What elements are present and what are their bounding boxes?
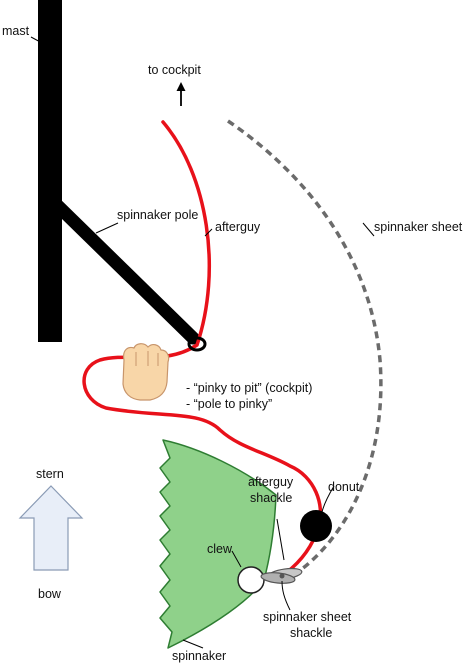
arrow-up-icon bbox=[176, 82, 186, 106]
label-clew: clew bbox=[207, 542, 233, 556]
spinnaker-pole-leader bbox=[95, 222, 119, 234]
donut bbox=[300, 510, 332, 542]
label-donut: donut bbox=[328, 480, 360, 494]
shackle-icon bbox=[260, 567, 303, 584]
spinnaker-sheet-line bbox=[227, 119, 383, 578]
spinnaker-leader bbox=[182, 639, 204, 649]
clew-leader bbox=[231, 550, 242, 568]
spinnaker-pole bbox=[51, 199, 200, 345]
clew-ring bbox=[237, 566, 265, 594]
afterguy-shackle-leader bbox=[276, 518, 285, 561]
pole-end-fitting bbox=[187, 336, 207, 352]
donut-leader bbox=[321, 485, 335, 513]
label-spinnaker-sheet-shackle-1: spinnaker sheet bbox=[263, 610, 352, 624]
mast bbox=[38, 0, 62, 342]
label-pole-to-pinky: - “pole to pinky” bbox=[186, 397, 272, 411]
label-bow: bow bbox=[38, 587, 62, 601]
label-afterguy: afterguy bbox=[215, 220, 261, 234]
sheet-shackle-leader bbox=[281, 580, 291, 611]
mast-leader bbox=[30, 36, 45, 45]
stern-bow-arrow-icon bbox=[18, 485, 84, 571]
label-afterguy-shackle-1: afterguy bbox=[248, 475, 294, 489]
label-spinnaker: spinnaker bbox=[172, 649, 226, 663]
fist-hand-icon bbox=[122, 343, 170, 401]
afterguy-line bbox=[82, 120, 323, 575]
label-spinnaker-sheet: spinnaker sheet bbox=[374, 220, 463, 234]
leader-lines bbox=[30, 36, 375, 649]
label-afterguy-shackle-2: shackle bbox=[250, 491, 292, 505]
label-pinky-to-pit: - “pinky to pit” (cockpit) bbox=[186, 381, 312, 395]
afterguy-leader bbox=[204, 228, 213, 237]
label-spinnaker-sheet-shackle-2: shackle bbox=[290, 626, 332, 640]
label-to-cockpit: to cockpit bbox=[148, 63, 201, 77]
spinnaker-sheet-leader bbox=[362, 222, 375, 237]
label-mast: mast bbox=[2, 24, 30, 38]
label-stern: stern bbox=[36, 467, 64, 481]
label-spinnaker-pole: spinnaker pole bbox=[117, 208, 198, 222]
